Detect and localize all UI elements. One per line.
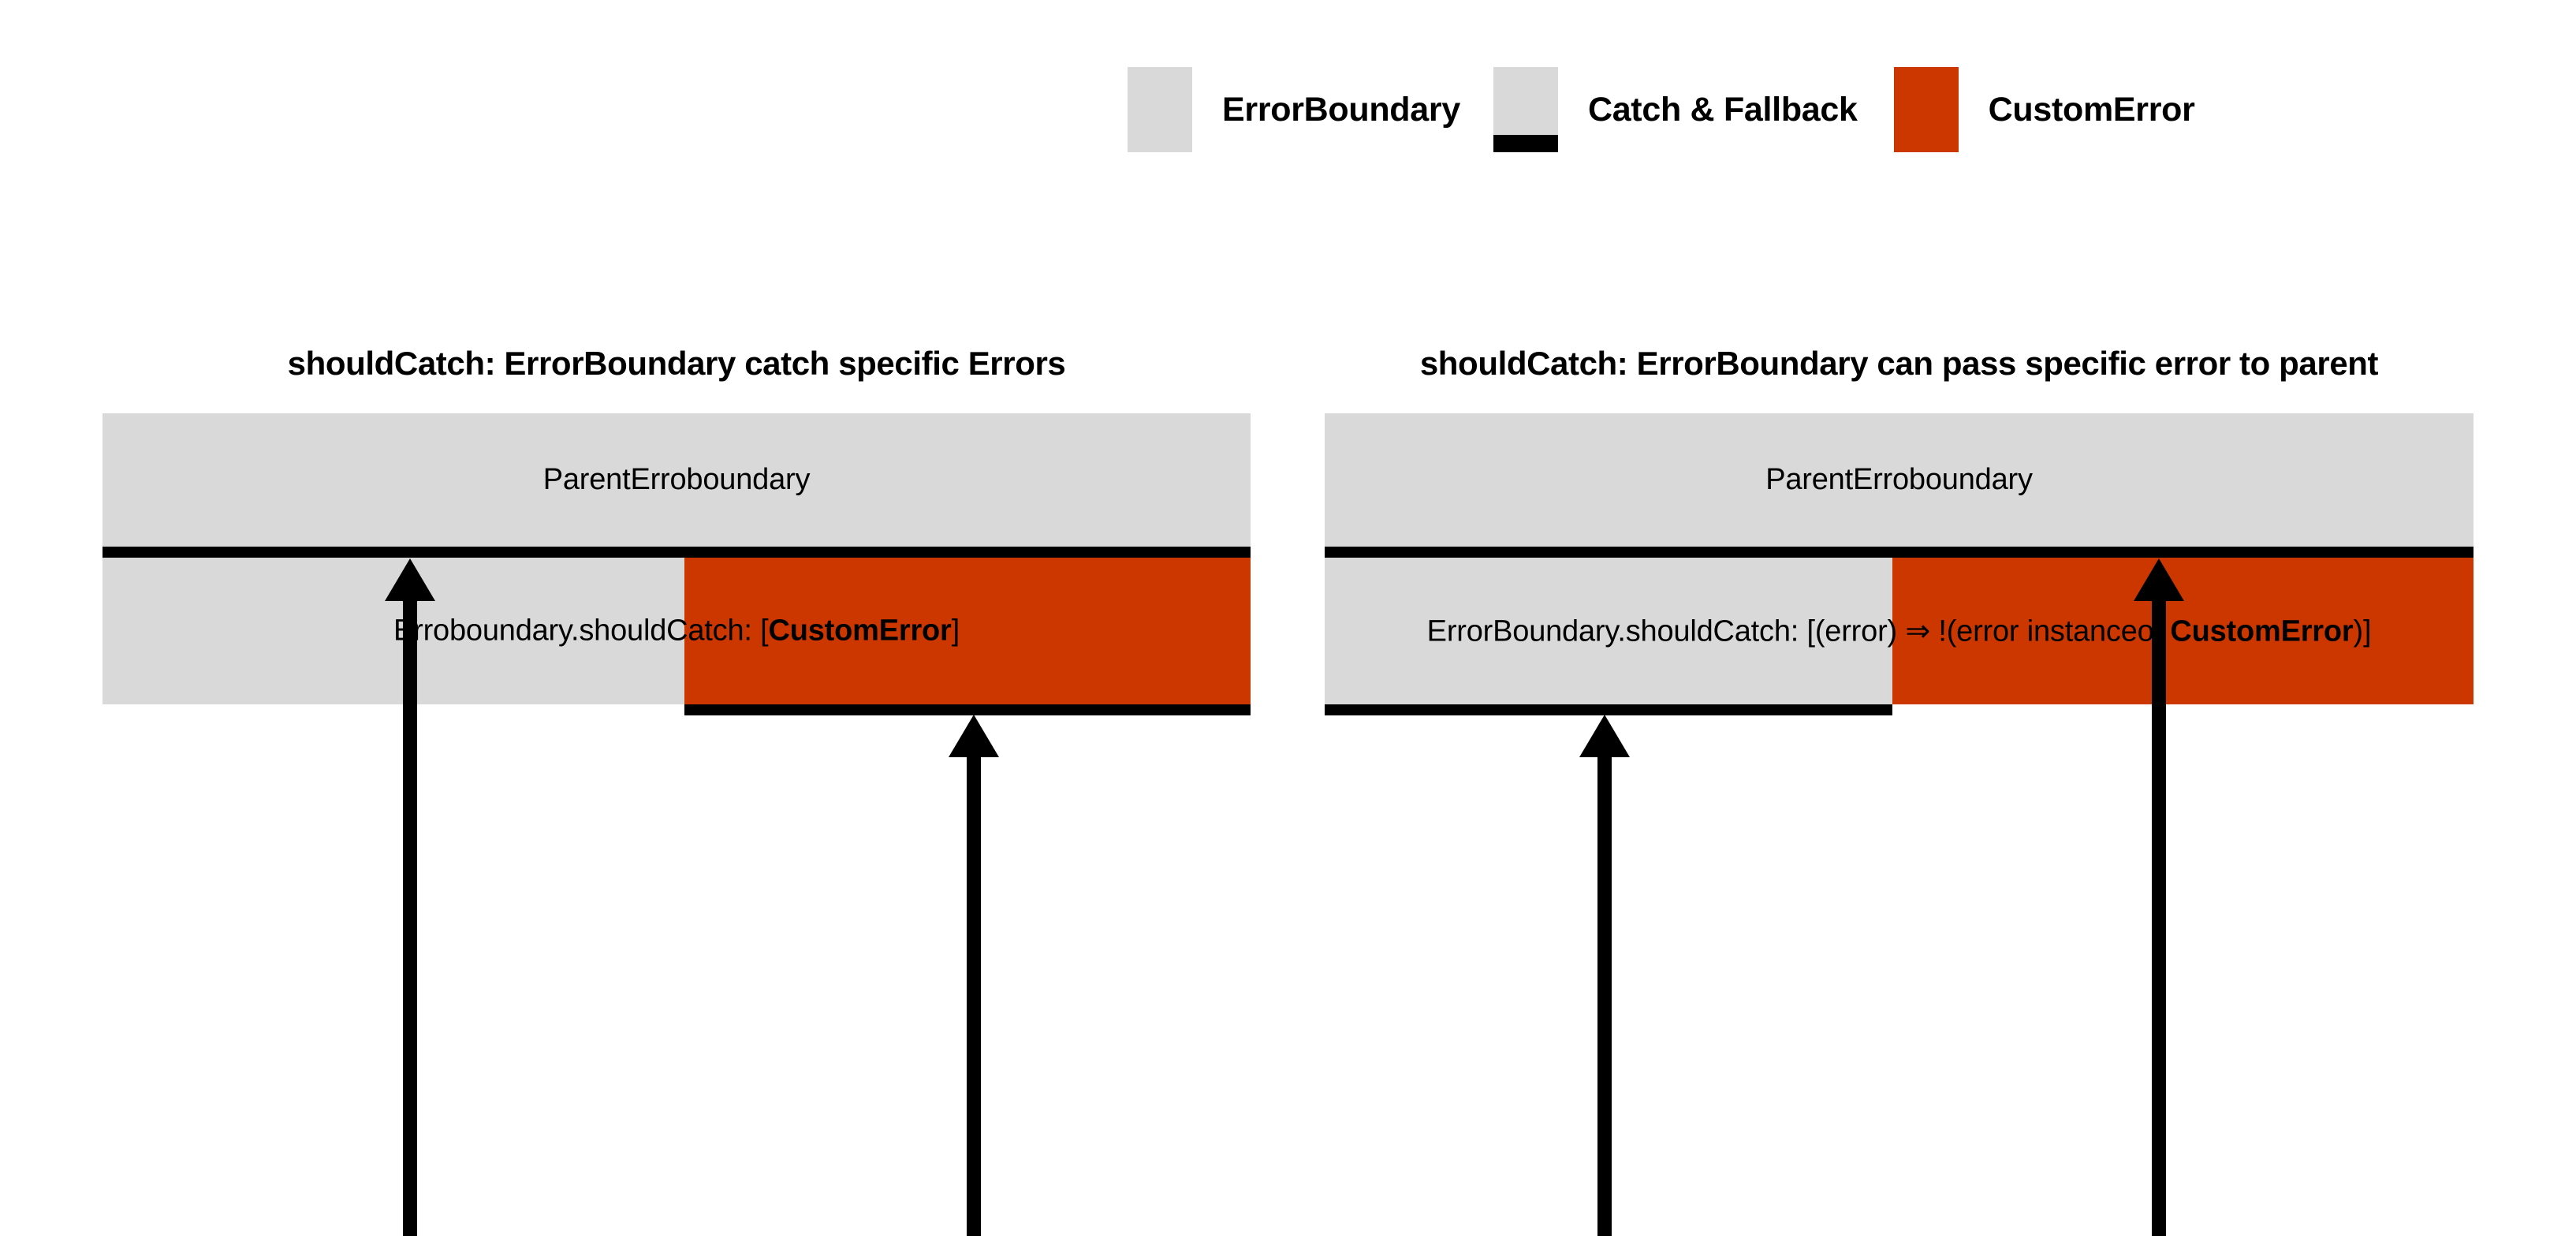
- legend-item-errorboundary: ErrorBoundary: [1128, 67, 1460, 152]
- diagram-left-parent-label: ParentErroboundary: [542, 463, 811, 496]
- legend-label-customerror: CustomError: [1988, 90, 2195, 129]
- legend-item-customerror: CustomError: [1893, 67, 2195, 152]
- diagram-left: shouldCatch: ErrorBoundary catch specifi…: [103, 345, 1251, 1236]
- arrow-shaft: [1597, 751, 1612, 1236]
- arrow-shaft: [967, 751, 981, 1236]
- legend-item-catch-fallback: Catch & Fallback: [1493, 67, 1858, 152]
- legend-swatch-catch-fallback-icon: [1493, 67, 1558, 152]
- diagram-left-parent-box: ParentErroboundary: [103, 413, 1251, 547]
- diagram-left-child-row: Erroboundary.shouldCatch: [CustomError]: [103, 558, 1251, 715]
- legend-swatch-orange-icon: [1893, 67, 1959, 152]
- diagram-left-body: ParentErroboundary Erroboundary.shouldCa…: [103, 413, 1251, 1236]
- diagram-right-parent-label: ParentErroboundary: [1765, 463, 2033, 496]
- legend-label-errorboundary: ErrorBoundary: [1222, 90, 1460, 129]
- diagram-right: shouldCatch: ErrorBoundary can pass spec…: [1325, 345, 2473, 1236]
- diagram-right-parent-box: ParentErroboundary: [1325, 413, 2473, 547]
- arrowhead-up-icon: [949, 715, 999, 757]
- diagram-right-title: shouldCatch: ErrorBoundary can pass spec…: [1419, 345, 2379, 382]
- diagram-left-orange-segment: [684, 558, 1251, 715]
- diagram-left-title: shouldCatch: ErrorBoundary catch specifi…: [287, 345, 1066, 382]
- diagram-right-top-divider-bar: [1325, 547, 2473, 558]
- diagram-left-top-divider-bar: [103, 547, 1251, 558]
- arrow-shaft: [403, 595, 417, 1236]
- legend-swatch-gray-icon: [1128, 67, 1192, 152]
- diagram-right-child-row: ErrorBoundary.shouldCatch: [(error) ⇒ !(…: [1325, 558, 2473, 715]
- arrowhead-up-icon: [2134, 558, 2184, 601]
- arrow-shaft: [2152, 595, 2166, 1236]
- arrowhead-up-icon: [1579, 715, 1630, 757]
- diagram-right-gray-segment: [1325, 558, 1892, 715]
- arrowhead-up-icon: [385, 558, 435, 601]
- diagram-right-body: ParentErroboundary ErrorBoundary.shouldC…: [1325, 413, 2473, 1236]
- legend: ErrorBoundary Catch & Fallback CustomErr…: [1128, 67, 2195, 152]
- legend-label-catch-fallback: Catch & Fallback: [1587, 90, 1858, 129]
